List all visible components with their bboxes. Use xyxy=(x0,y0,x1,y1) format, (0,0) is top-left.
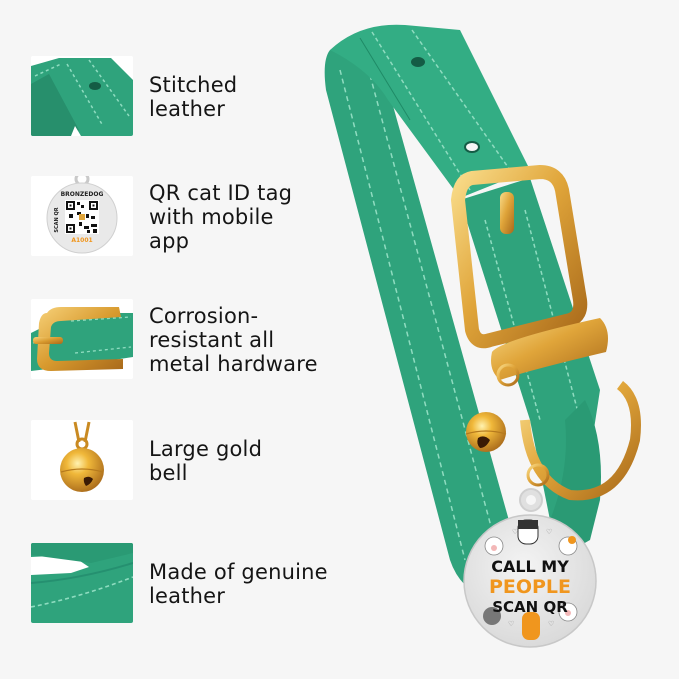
feature-genuine-leather: Made of genuine leather xyxy=(31,543,361,625)
collar-hero-image: ♡ ♡ ♡ ♡ CALL MY PEOPLE SCAN QR xyxy=(300,0,679,679)
feature-stitched-leather: Stitched leather xyxy=(31,56,361,138)
gold-bell xyxy=(465,412,507,452)
tag-line-1: CALL MY xyxy=(491,557,569,576)
svg-text:A1001: A1001 xyxy=(71,237,92,244)
qr-tag-icon: BRONZEDOG SCAN QR A1001 xyxy=(31,176,133,256)
svg-text:BRONZEDOG: BRONZEDOG xyxy=(61,191,104,198)
svg-text:♡: ♡ xyxy=(546,528,552,536)
tag-line-2: PEOPLE xyxy=(489,576,571,598)
feature-label: Large gold bell xyxy=(149,437,263,485)
feature-gold-bell: Large gold bell xyxy=(31,420,361,502)
feature-qr-tag: BRONZEDOG SCAN QR A1001 QR cat ID tag wi… xyxy=(31,176,361,258)
feature-label: QR cat ID tag with mobile app xyxy=(149,181,293,253)
leather-strap-thumbnail xyxy=(31,543,133,623)
stitched-leather-thumbnail xyxy=(31,56,133,136)
feature-label: Corrosion- resistant all metal hardware xyxy=(149,304,318,376)
feature-metal-hardware: Corrosion- resistant all metal hardware xyxy=(31,299,361,381)
qr-id-tag: ♡ ♡ ♡ ♡ CALL MY PEOPLE SCAN QR xyxy=(463,488,597,648)
tag-line-3: SCAN QR xyxy=(492,598,568,616)
qr-tag-thumbnail: BRONZEDOG SCAN QR A1001 xyxy=(31,176,133,256)
cat-collar-illustration: ♡ ♡ ♡ ♡ CALL MY PEOPLE SCAN QR xyxy=(324,24,641,648)
feature-label: Stitched leather xyxy=(149,73,238,121)
buckle-icon xyxy=(31,299,133,379)
buckle-thumbnail xyxy=(31,299,133,379)
leather-strap-icon xyxy=(31,543,133,623)
gold-bell-icon xyxy=(31,420,133,500)
stitched-leather-icon xyxy=(31,56,133,136)
feature-label: Made of genuine leather xyxy=(149,560,328,608)
svg-text:♡: ♡ xyxy=(508,620,514,628)
svg-text:SCAN QR: SCAN QR xyxy=(54,207,60,232)
svg-text:♡: ♡ xyxy=(548,620,554,628)
gold-bell-thumbnail xyxy=(31,420,133,500)
svg-text:♡: ♡ xyxy=(512,528,518,536)
